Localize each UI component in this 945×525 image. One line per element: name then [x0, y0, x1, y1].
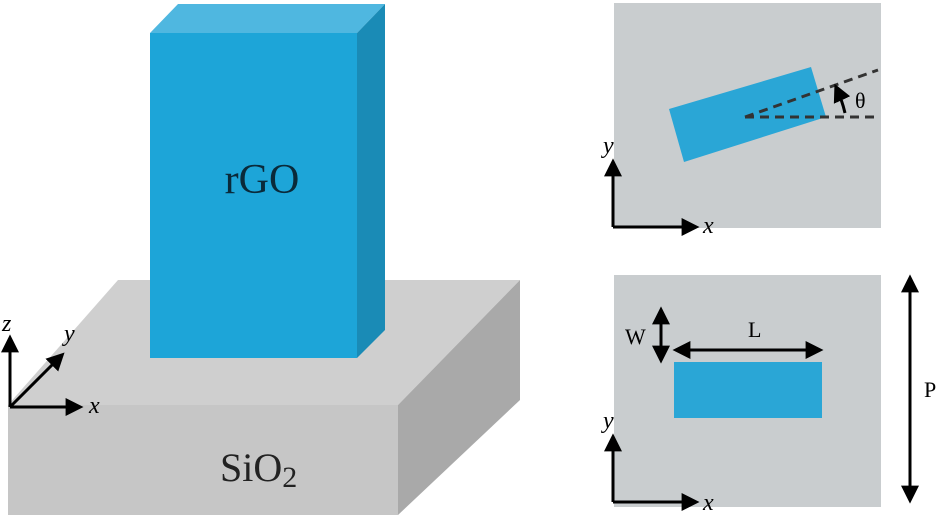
theta-rotated-line [744, 68, 879, 119]
rgo-block [150, 4, 385, 358]
sio2-side-face [398, 280, 520, 515]
rgo-front-face [150, 33, 357, 358]
rgo-top-face [150, 4, 385, 33]
theta-label: θ [855, 88, 866, 113]
period-label: P [924, 377, 936, 402]
panel2-axis-x-label: x [702, 490, 714, 516]
sio2-label-subscript: 2 [282, 461, 297, 494]
axis-z-label: z [1, 311, 12, 337]
axis-y-label: y [62, 321, 75, 347]
sio2-label-text: SiO [220, 445, 282, 490]
theta-arc-arrow [833, 83, 851, 114]
length-label: L [748, 317, 761, 342]
rgo-side-face [357, 4, 385, 358]
sio2-front-face [8, 405, 398, 515]
panel1-axis-x-label: x [702, 213, 714, 239]
axis-triad-3d [1, 334, 84, 416]
rotated-unit-cell-panel: θ y x [601, 3, 881, 239]
sio2-label: SiO2 [220, 445, 297, 494]
dimension-unit-cell-panel: W L P y x [601, 274, 936, 516]
panel2-axis-y-label: y [601, 408, 614, 434]
unrotated-rgo-rect [674, 362, 822, 418]
panel1-axis-y-label: y [601, 133, 614, 159]
axis-x-label: x [88, 393, 100, 419]
rotated-rgo-rect [669, 67, 826, 162]
rgo-label: rGO [225, 157, 300, 203]
width-label: W [625, 324, 646, 349]
axis-y-arrow [8, 352, 65, 409]
